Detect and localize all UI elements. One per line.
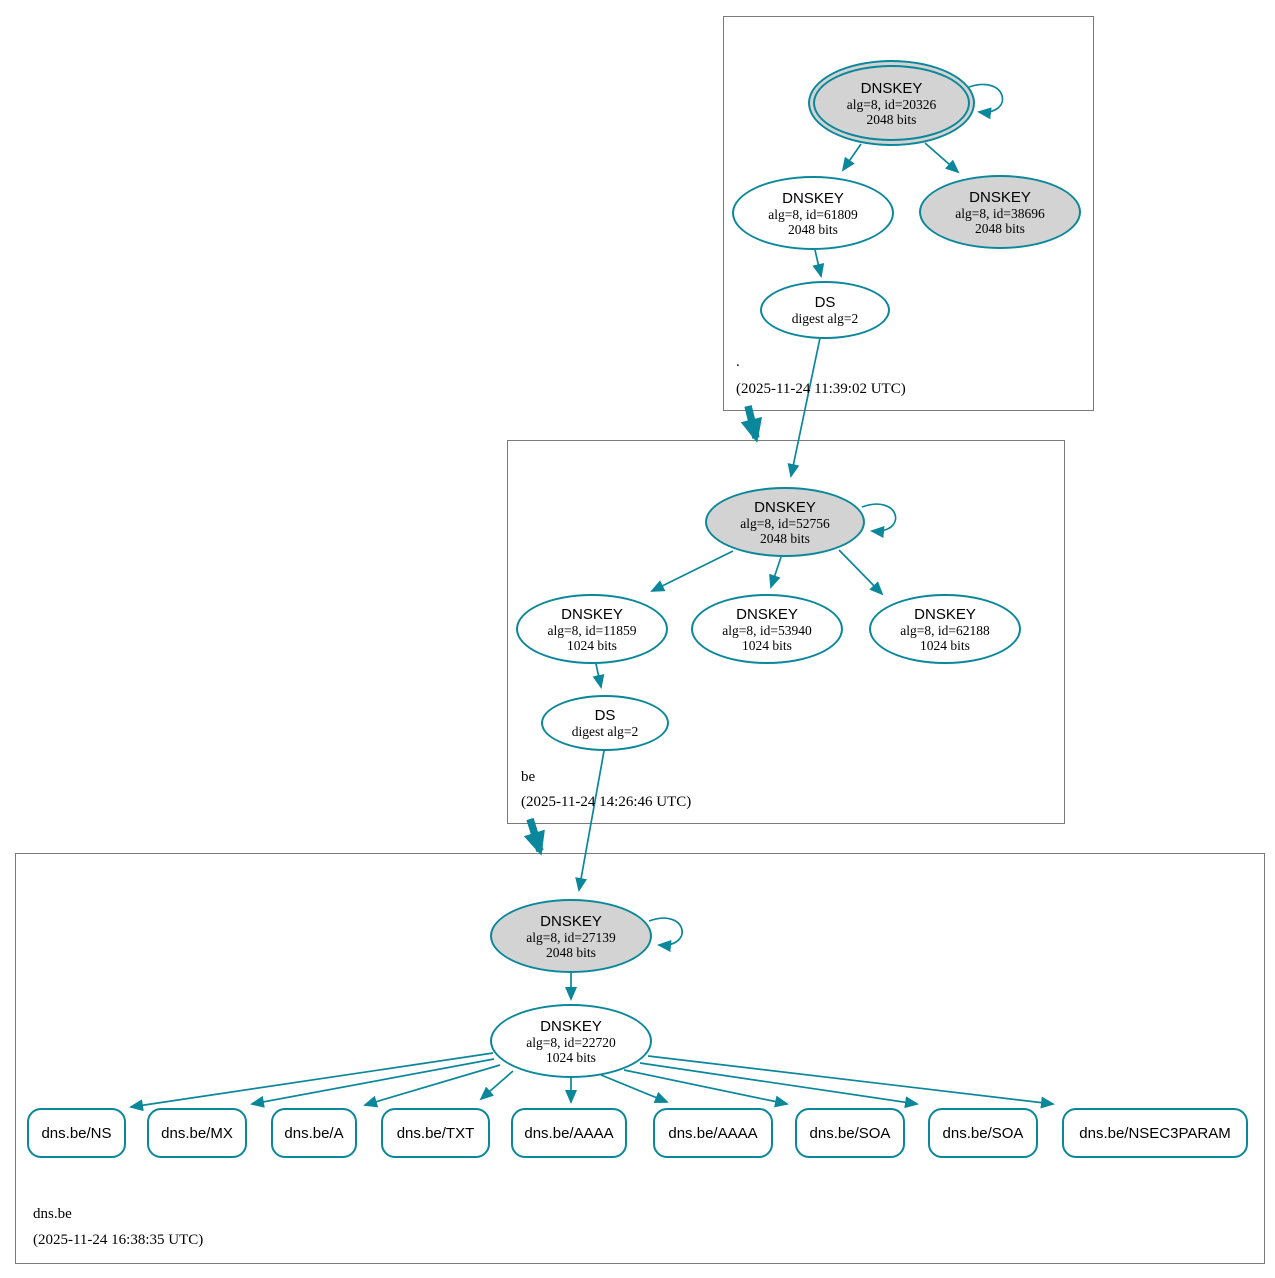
be-zsk3-dnskey-node[interactable]: DNSKEY alg=8, id=62188 1024 bits bbox=[869, 594, 1021, 664]
zone-timestamp-be: (2025-11-24 14:26:46 UTC) bbox=[521, 794, 692, 810]
node-title: DNSKEY bbox=[969, 188, 1031, 206]
root-key2-dnskey-node[interactable]: DNSKEY alg=8, id=38696 2048 bits bbox=[919, 175, 1081, 249]
zone-label-dnsbe: dns.be bbox=[33, 1206, 72, 1222]
root-ksk-dnskey-inner: DNSKEY alg=8, id=20326 2048 bits bbox=[813, 65, 970, 141]
node-detail: 1024 bits bbox=[920, 637, 970, 653]
edge-root-ds-to-be-ksk bbox=[787, 337, 821, 478]
node-detail: digest alg=2 bbox=[791, 311, 859, 326]
node-detail: alg=8, id=22720 bbox=[526, 1034, 616, 1050]
edge-dnsbe-zsk-to-soa1 bbox=[623, 1069, 789, 1108]
node-detail: digest alg=2 bbox=[571, 724, 639, 739]
edge-delegation-root-to-be bbox=[740, 405, 763, 443]
be-ksk-dnskey-node[interactable]: DNSKEY alg=8, id=52756 2048 bits bbox=[705, 487, 865, 557]
node-title: DNSKEY bbox=[736, 605, 798, 623]
edge-dnsbe-zsk-to-txt bbox=[479, 1070, 514, 1101]
zone-label-be: be bbox=[521, 769, 536, 785]
rrset-dns-be-mx[interactable]: dns.be/MX bbox=[147, 1108, 247, 1158]
dnsbe-ksk-dnskey-node[interactable]: DNSKEY alg=8, id=27139 2048 bits bbox=[490, 899, 652, 973]
node-detail: alg=8, id=53940 bbox=[722, 622, 812, 638]
node-detail: 2048 bits bbox=[546, 944, 596, 960]
node-title: DNSKEY bbox=[561, 605, 623, 623]
node-title: DNSKEY bbox=[860, 79, 923, 97]
edge-delegation-be-to-dnsbe bbox=[523, 817, 545, 856]
root-zsk-dnskey-node[interactable]: DNSKEY alg=8, id=61809 2048 bits bbox=[732, 176, 894, 250]
edge-root-ksk-self-sign bbox=[968, 83, 1004, 120]
node-title: DNSKEY bbox=[540, 912, 602, 930]
node-detail: alg=8, id=52756 bbox=[740, 515, 830, 531]
node-title: DS bbox=[814, 294, 836, 311]
rrset-dns-be-a[interactable]: dns.be/A bbox=[271, 1108, 357, 1158]
rrset-dns-be-ns[interactable]: dns.be/NS bbox=[27, 1108, 126, 1158]
rrset-dns-be-aaaa-2[interactable]: dns.be/AAAA bbox=[653, 1108, 773, 1158]
node-detail: alg=8, id=20326 bbox=[846, 96, 937, 112]
edge-dnsbe-zsk-to-aaaa2 bbox=[600, 1074, 669, 1104]
node-title: DNSKEY bbox=[914, 605, 976, 623]
node-detail: alg=8, id=38696 bbox=[955, 205, 1045, 221]
zone-box-dnsbe bbox=[15, 853, 1265, 1264]
edge-be-ksk-self-sign bbox=[861, 503, 897, 538]
rrset-dns-be-nsec3param[interactable]: dns.be/NSEC3PARAM bbox=[1062, 1108, 1248, 1158]
zone-timestamp-root: (2025-11-24 11:39:02 UTC) bbox=[736, 381, 906, 397]
node-title: DNSKEY bbox=[540, 1017, 602, 1035]
node-detail: alg=8, id=27139 bbox=[526, 929, 616, 945]
edge-dnsbe-zsk-to-ns bbox=[129, 1052, 494, 1112]
node-detail: alg=8, id=62188 bbox=[900, 622, 990, 638]
rrset-dns-be-txt[interactable]: dns.be/TXT bbox=[381, 1108, 490, 1158]
edge-be-zsk1-to-ds bbox=[592, 663, 605, 689]
zone-box-root bbox=[723, 16, 1094, 411]
edge-dnsbe-zsk-to-soa2 bbox=[639, 1062, 919, 1109]
node-title: DNSKEY bbox=[754, 498, 816, 516]
edge-root-ksk-to-key2 bbox=[924, 142, 960, 174]
edge-be-ksk-to-zsk3 bbox=[838, 549, 884, 596]
rrset-dns-be-soa-1[interactable]: dns.be/SOA bbox=[795, 1108, 905, 1158]
root-ksk-dnskey-node[interactable]: DNSKEY alg=8, id=20326 2048 bits bbox=[808, 60, 975, 146]
rrset-dns-be-aaaa-1[interactable]: dns.be/AAAA bbox=[511, 1108, 627, 1158]
node-detail: 1024 bits bbox=[546, 1049, 596, 1065]
rrset-dns-be-soa-2[interactable]: dns.be/SOA bbox=[928, 1108, 1038, 1158]
node-detail: 2048 bits bbox=[975, 220, 1025, 236]
be-zsk1-dnskey-node[interactable]: DNSKEY alg=8, id=11859 1024 bits bbox=[516, 594, 668, 664]
edge-dnsbe-ksk-self-sign bbox=[648, 917, 683, 952]
node-title: DS bbox=[594, 707, 616, 724]
edge-dnsbe-zsk-to-a bbox=[363, 1064, 501, 1108]
dnsbe-zsk-dnskey-node[interactable]: DNSKEY alg=8, id=22720 1024 bits bbox=[490, 1004, 652, 1078]
node-detail: 2048 bits bbox=[866, 111, 917, 127]
edge-root-ksk-to-zsk bbox=[841, 143, 862, 172]
node-detail: 2048 bits bbox=[788, 221, 838, 237]
edge-dnsbe-zsk-to-mx bbox=[250, 1058, 495, 1108]
edge-be-ds-to-dnsbe-ksk bbox=[575, 750, 605, 892]
edge-be-ksk-to-zsk2 bbox=[769, 556, 782, 589]
be-zsk2-dnskey-node[interactable]: DNSKEY alg=8, id=53940 1024 bits bbox=[691, 594, 843, 664]
edge-be-ksk-to-zsk1 bbox=[650, 550, 734, 592]
be-ds-node[interactable]: DS digest alg=2 bbox=[541, 695, 669, 751]
zone-box-be bbox=[507, 440, 1065, 824]
node-detail: 1024 bits bbox=[742, 637, 792, 653]
zone-label-root: . bbox=[736, 354, 740, 370]
node-detail: alg=8, id=61809 bbox=[768, 206, 858, 222]
node-detail: 2048 bits bbox=[760, 530, 810, 546]
root-ds-node[interactable]: DS digest alg=2 bbox=[760, 281, 890, 339]
edge-dnsbe-zsk-to-nsec3param bbox=[647, 1055, 1055, 1109]
node-detail: 1024 bits bbox=[567, 637, 617, 653]
edge-root-zsk-to-ds bbox=[812, 249, 825, 278]
zone-timestamp-dnsbe: (2025-11-24 16:38:35 UTC) bbox=[33, 1232, 204, 1248]
node-detail: alg=8, id=11859 bbox=[547, 622, 637, 638]
node-title: DNSKEY bbox=[782, 189, 844, 207]
